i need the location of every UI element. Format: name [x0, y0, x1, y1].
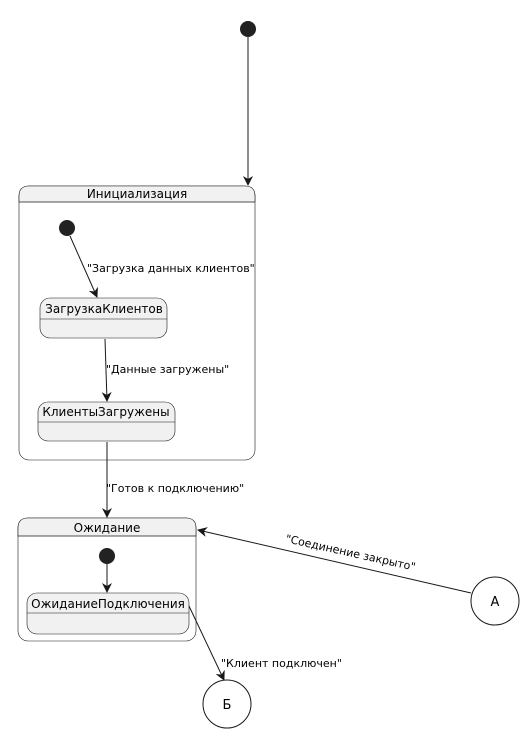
connector-b: Б — [202, 679, 252, 729]
composite-title-init: Инициализация — [87, 187, 187, 201]
composite-title-wait: Ожидание — [74, 521, 141, 535]
connector-b-label: Б — [223, 698, 232, 713]
state-clients-loaded: КлиентыЗагружены — [37, 401, 176, 442]
connector-a: А — [470, 576, 520, 626]
state-waiting-connection: ОжиданиеПодключения — [26, 592, 190, 635]
transition-label-connected: "Клиент подключен" — [221, 657, 342, 670]
transition-label-closed: "Соединение закрыто" — [284, 532, 416, 573]
transition-a-to-wait — [197, 527, 472, 594]
initial-node-top — [240, 21, 256, 37]
state-name-loaded: КлиентыЗагружены — [42, 405, 169, 419]
transition-label-loaded: "Данные загружены" — [106, 363, 229, 376]
initial-node-init — [59, 220, 75, 236]
state-name-waiting-conn: ОжиданиеПодключения — [31, 597, 185, 611]
transition-init-start-to-load — [69, 235, 98, 298]
state-load-clients: ЗагрузкаКлиентов — [39, 297, 168, 339]
transition-load-to-loaded — [101, 338, 112, 402]
connector-a-label: А — [491, 595, 500, 610]
transition-label-load: "Загрузка данных клиентов" — [87, 262, 255, 275]
state-name-load: ЗагрузкаКлиентов — [45, 302, 163, 316]
transition-label-ready: "Готов к подключению" — [106, 482, 244, 495]
transition-waiting-to-b — [188, 605, 225, 681]
initial-node-wait — [99, 548, 115, 564]
